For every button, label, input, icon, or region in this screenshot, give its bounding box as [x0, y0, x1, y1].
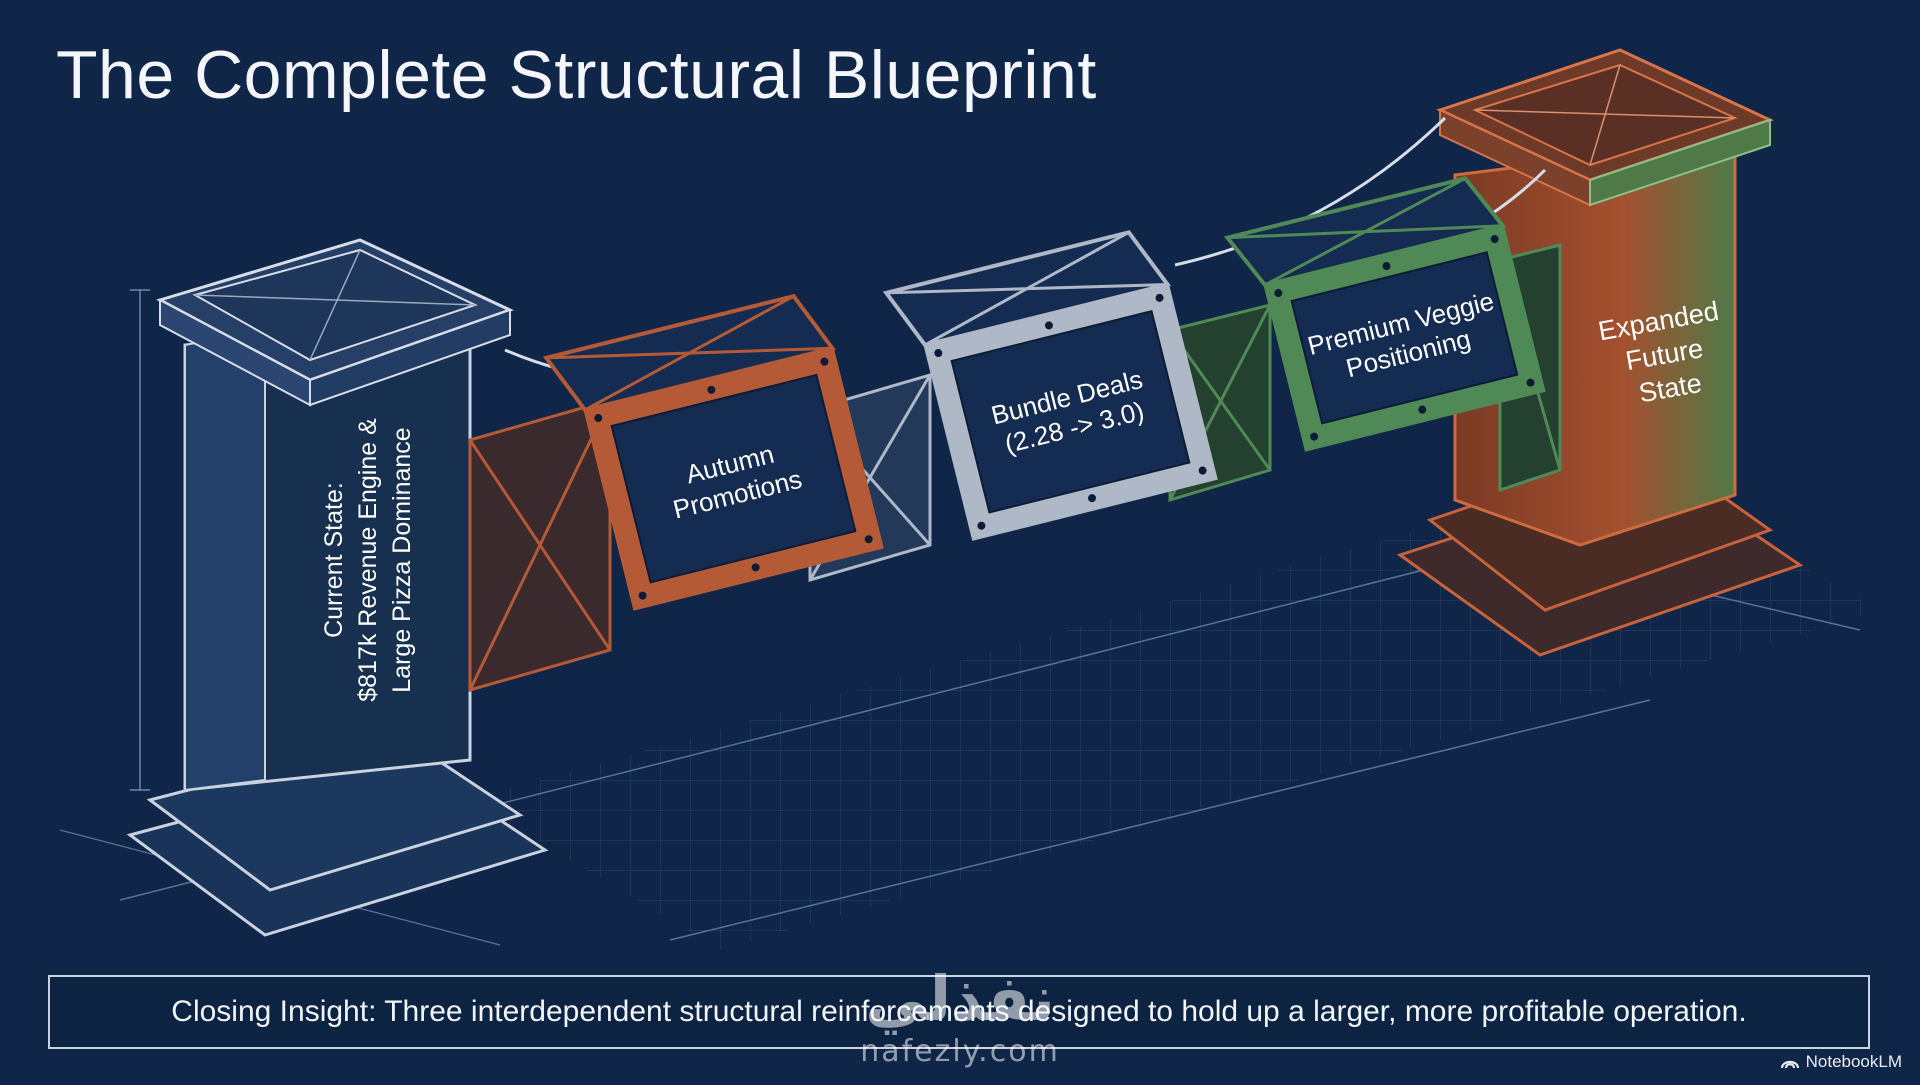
block-panel [1290, 251, 1519, 425]
notebooklm-logo-icon [1780, 1060, 1799, 1069]
rivet [1526, 378, 1535, 387]
block-top-brace [1264, 177, 1466, 287]
rivet [1310, 432, 1319, 441]
notebooklm-brand: NotebookLM [1780, 1052, 1902, 1072]
rivet [638, 591, 647, 600]
current-state-label-line: Current State: [320, 482, 348, 638]
rivet [864, 535, 873, 544]
rivet [934, 349, 943, 358]
block-top-brace [924, 231, 1130, 347]
current-state-label-line: $817k Revenue Engine & [354, 418, 382, 702]
block-top-brace [584, 294, 795, 412]
rivet [594, 414, 603, 423]
rivet [1274, 289, 1283, 298]
rivet [1418, 405, 1427, 414]
rivet [1490, 235, 1499, 244]
rivet [751, 563, 760, 572]
closing-insight-box: Closing Insight: Three interdependent st… [48, 975, 1870, 1049]
rivet [1155, 293, 1164, 302]
reinforcement-block-1: AutumnPromotions [542, 293, 884, 611]
current-state-pillar [126, 238, 549, 937]
current-state-label-line: Large Pizza Dominance [388, 427, 416, 692]
brand-label: NotebookLM [1805, 1052, 1902, 1071]
rivet [1198, 466, 1207, 475]
slide-title: The Complete Structural Blueprint [56, 37, 1097, 113]
block-panel [610, 373, 857, 584]
block-panel [950, 309, 1191, 514]
closing-insight-text: Closing Insight: Three interdependent st… [171, 995, 1747, 1028]
rivet [1382, 262, 1391, 271]
current-state-label: Current State:$817k Revenue Engine &Larg… [320, 418, 416, 702]
reinforcement-block-3: Premium VeggiePositioning [1223, 176, 1546, 452]
rivet [820, 357, 829, 366]
reinforcement-block-2: Bundle Deals(2.28 -> 3.0) [882, 230, 1218, 541]
rivet [977, 521, 986, 530]
rivet [1088, 494, 1097, 503]
rivet [1044, 321, 1053, 330]
rivet [707, 385, 716, 394]
